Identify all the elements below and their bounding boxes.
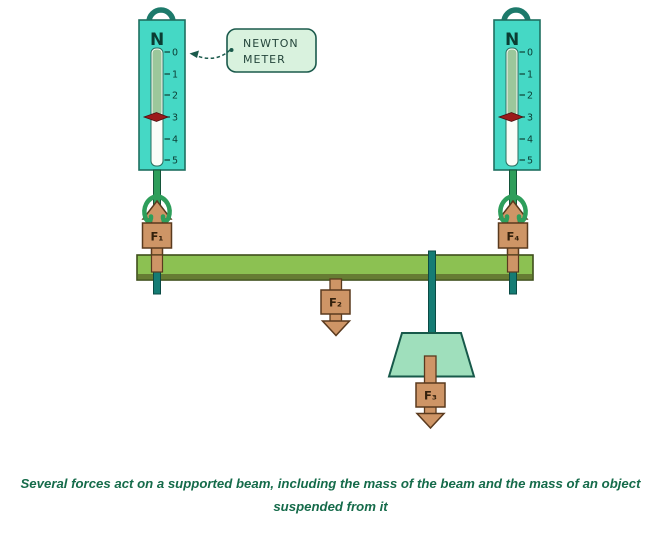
right-meter-unit-label: N [505, 30, 519, 50]
f4-label: F₄ [507, 230, 520, 244]
tick-4: 4 [527, 135, 533, 146]
right-newton-meter: N 0 1 2 3 4 5 [493, 7, 541, 171]
figure-caption: Several forces act on a supported beam, … [0, 472, 661, 518]
f4-hook-left-icon [498, 193, 516, 224]
tick-0: 0 [172, 48, 178, 59]
f1-hook-right-icon [154, 193, 172, 224]
force-f2: F₂ [320, 278, 352, 337]
caption-line1: Several forces act on a supported beam, … [20, 476, 641, 491]
suspended-mass [387, 332, 476, 378]
callout-arrow-curve [193, 49, 231, 60]
left-meter-tick-labels: 0 1 2 3 4 5 [172, 48, 178, 167]
tick-1: 1 [172, 70, 178, 81]
f1-pin-tan [150, 254, 164, 273]
callout-arrowhead-icon [189, 50, 199, 58]
right-meter-tick-labels: 0 1 2 3 4 5 [527, 48, 533, 167]
left-meter-pointer-icon [142, 112, 170, 122]
f4-label-box [497, 222, 529, 249]
f4-hook-right-icon [510, 193, 528, 224]
tick-1: 1 [527, 70, 533, 81]
newton-meter-callout: NEWTON METER [189, 28, 317, 73]
f2-label-box [320, 289, 351, 315]
f3-label: F₃ [424, 389, 437, 403]
left-meter-ticks [164, 51, 170, 161]
left-meter-unit-label: N [150, 30, 164, 50]
force-f3: F₃ [415, 355, 446, 430]
beam-forces-diagram: N 0 1 2 3 4 5 N [136, 7, 541, 430]
callout-box [226, 28, 317, 73]
force-f1: F₁ [141, 193, 173, 258]
tick-2: 2 [527, 91, 533, 102]
tick-5: 5 [172, 156, 178, 167]
tick-5: 5 [527, 156, 533, 167]
f1-hook-left-icon [142, 193, 160, 224]
force-f4: F₄ [497, 193, 529, 258]
tick-4: 4 [172, 135, 178, 146]
callout-arrow-dot [229, 48, 234, 52]
f1-label-box [141, 222, 173, 249]
f1-label: F₁ [151, 230, 164, 244]
right-meter-pointer-icon [497, 112, 525, 122]
left-meter-tube-fill [152, 49, 162, 116]
f1-pin-teal [153, 268, 161, 295]
tick-0: 0 [527, 48, 533, 59]
f3-label-box [415, 382, 446, 408]
right-meter-ring-icon [501, 7, 531, 23]
tick-3: 3 [172, 113, 178, 124]
f4-pin-tan [506, 254, 520, 273]
beam-shadow [138, 274, 532, 279]
f3-rod [423, 355, 437, 385]
callout-line2: METER [243, 53, 286, 66]
f3-down-arrowhead-icon [415, 412, 446, 430]
f2-label: F₂ [329, 296, 342, 310]
callout-line1: NEWTON [243, 37, 299, 50]
left-meter-ring-icon [146, 7, 176, 23]
tick-3: 3 [527, 113, 533, 124]
tick-2: 2 [172, 91, 178, 102]
right-meter-tube-fill [507, 49, 517, 116]
mass-hanger-rod [428, 250, 436, 336]
left-newton-meter: N 0 1 2 3 4 5 [138, 7, 186, 171]
f2-down-arrowhead-icon [320, 320, 352, 337]
caption-line2: suspended from it [273, 499, 388, 514]
f4-pin-teal [509, 268, 517, 295]
